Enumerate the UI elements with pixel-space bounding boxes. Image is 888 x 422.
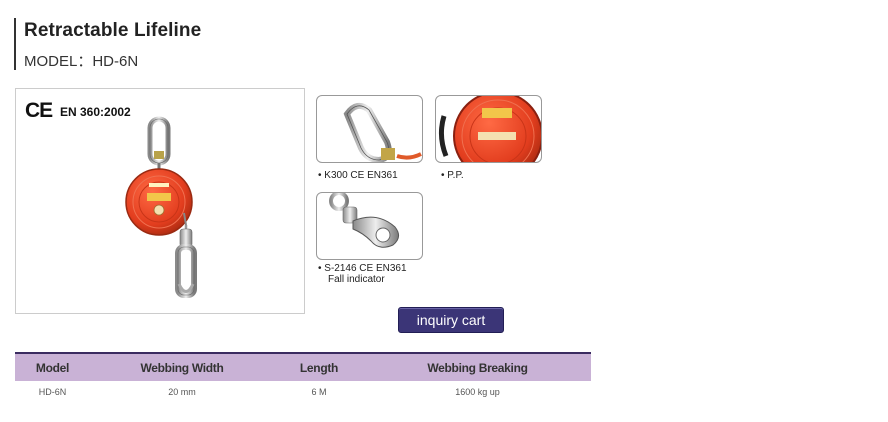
cell-webbing-breaking: 1600 kg up: [455, 387, 500, 397]
page-title: Retractable Lifeline: [24, 20, 202, 41]
table-row: HD-6N 20 mm 6 M 1600 kg up: [15, 381, 591, 403]
spec-table-header-row: Model Webbing Width Length Webbing Break…: [15, 353, 591, 381]
model-label: MODEL：HD-6N: [24, 53, 139, 70]
column-header-webbing-width: Webbing Width: [140, 360, 224, 375]
ce-mark-logo: CE: [25, 99, 53, 122]
retractable-lifeline-illustration: [125, 116, 197, 298]
snap-hook-image: [329, 193, 399, 248]
spec-table: Model Webbing Width Length Webbing Break…: [15, 352, 591, 403]
fall-indicator-text: Fall indicator: [328, 274, 385, 285]
drum-closeup-image: [438, 96, 541, 162]
thumbnail-carabiner[interactable]: [316, 95, 423, 163]
thumbnail-caption-carabiner: • K300 CE EN361: [318, 170, 398, 181]
cell-webbing-width: 20 mm: [168, 387, 196, 397]
main-product-image: CE EN 360:2002: [15, 88, 305, 314]
certification-label: EN 360:2002: [60, 105, 131, 119]
snap-hook-model-text: • S-2146 CE EN361: [318, 263, 407, 274]
cell-length: 6 M: [311, 387, 327, 397]
column-header-length: Length: [299, 360, 339, 375]
carabiner-image: [343, 102, 422, 162]
column-header-webbing-breaking: Webbing Breaking: [427, 360, 528, 375]
thumbnail-snap-hook[interactable]: [316, 192, 423, 260]
inquiry-cart-button[interactable]: inquiry cart: [398, 307, 504, 333]
thumbnail-caption-pp: • P.P.: [441, 170, 464, 181]
thumbnail-drum[interactable]: [435, 95, 542, 163]
product-header: Retractable Lifeline MODEL：HD-6N: [14, 18, 201, 70]
column-header-model: Model: [35, 360, 70, 375]
thumbnail-caption-snap-hook: • S-2146 CE EN361 Fall indicator: [318, 263, 407, 285]
cell-model: HD-6N: [38, 387, 67, 397]
